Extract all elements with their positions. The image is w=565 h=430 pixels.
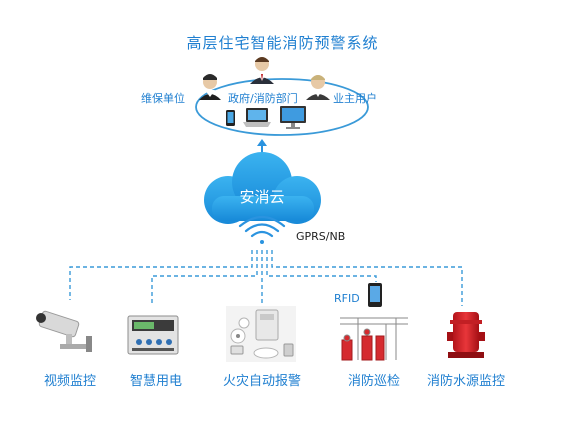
phone-icon	[226, 110, 235, 126]
network-label: GPRS/NB	[296, 230, 346, 243]
laptop-icon	[243, 108, 271, 127]
rfid-phone-icon	[368, 283, 382, 307]
pump-room-icon	[340, 317, 408, 361]
stakeholder-ellipse	[195, 78, 369, 136]
monitor-icon	[280, 106, 306, 129]
owner-label: 业主用户	[333, 92, 377, 105]
power-meter-icon	[127, 315, 179, 355]
smoke-detector-icon	[226, 306, 296, 362]
maintenance-label: 维保单位	[141, 92, 185, 105]
camera-icon	[36, 310, 92, 352]
wireless-signal-icon	[238, 215, 286, 244]
device-label-fire-alarm: 火灾自动报警	[222, 374, 301, 389]
page-title: 高层住宅智能消防预警系统	[186, 34, 379, 52]
device-label-inspection: 消防巡检	[347, 374, 400, 389]
government-label: 政府/消防部门	[228, 92, 298, 105]
government-person-icon	[250, 57, 274, 84]
cloud-icon	[204, 152, 321, 224]
fire-pump-icon	[447, 312, 485, 358]
maintenance-person-icon	[199, 74, 221, 100]
owner-person-icon	[306, 75, 330, 100]
rfid-label: RFID	[334, 292, 360, 305]
upload-arrow-head	[257, 139, 267, 146]
device-label-water-source: 消防水源监控	[426, 374, 505, 389]
cloud-label: 安消云	[239, 188, 285, 206]
device-label-video: 视频监控	[43, 374, 96, 389]
device-label-power: 智慧用电	[129, 374, 182, 389]
network-lines	[69, 250, 463, 306]
